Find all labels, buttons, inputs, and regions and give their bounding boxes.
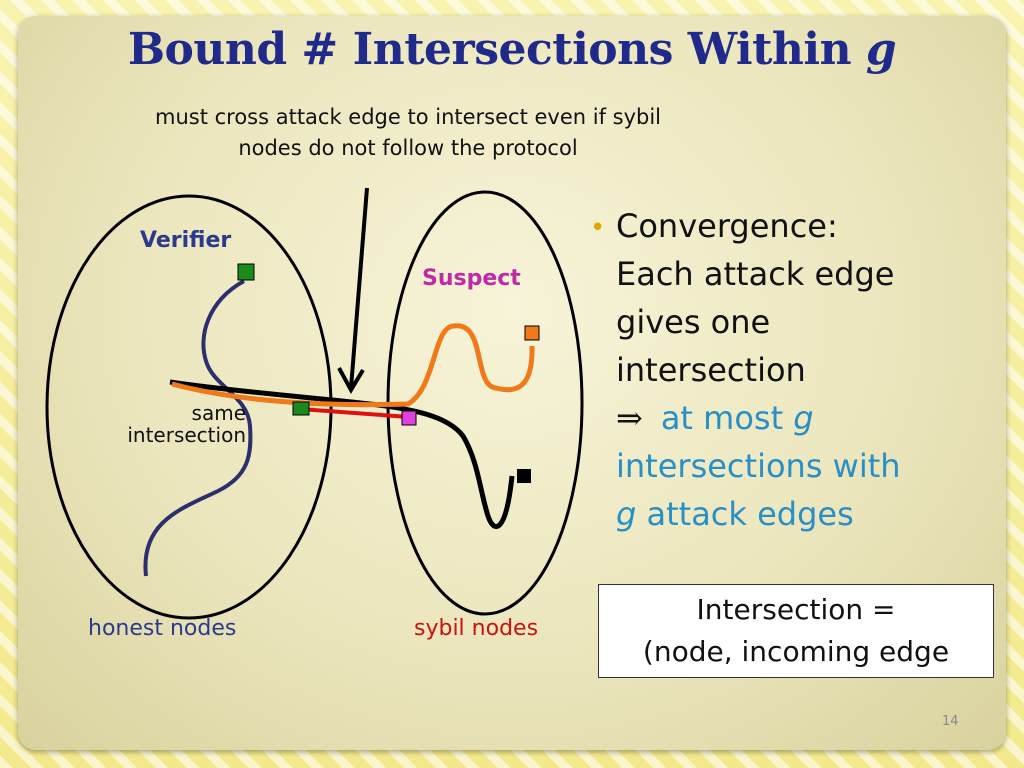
bullet-result-line: ⇒ at most g xyxy=(616,394,996,442)
verifier-route-end-node xyxy=(524,325,540,341)
title-text: Bound # Intersections Within xyxy=(127,24,866,75)
note-line-1: must cross attack edge to intersect even… xyxy=(154,105,662,129)
annotation-note: must cross attack edge to intersect even… xyxy=(58,102,758,164)
note-line-2: nodes do not follow the protocol xyxy=(238,136,578,160)
result-variable-2: g xyxy=(616,495,637,533)
attack-edge-line xyxy=(299,407,410,419)
sybil-nodes-label: sybil nodes xyxy=(414,616,539,641)
bullet-line-4: intersection xyxy=(616,351,806,389)
sybil-region-ellipse xyxy=(386,190,584,616)
result-text-1: at most xyxy=(660,399,794,437)
bullet-line-1: Convergence: xyxy=(616,207,838,245)
result-text-2: intersections with xyxy=(616,447,901,485)
result-variable-1: g xyxy=(793,399,814,437)
title-variable: g xyxy=(865,24,897,75)
honest-nodes-label: honest nodes xyxy=(88,616,237,641)
definition-box: Intersection = (node, incoming edge xyxy=(598,584,994,678)
suspect-route-path xyxy=(169,379,515,529)
intersection-node xyxy=(292,401,310,416)
slide: Bound # Intersections Within g must cros… xyxy=(18,16,1006,750)
same-intersection-line-2: intersection xyxy=(127,423,246,447)
verifier-label: Verifier xyxy=(140,228,232,253)
suspect-node xyxy=(401,410,417,426)
honest-region-ellipse xyxy=(45,194,333,620)
result-line-3: g attack edges xyxy=(616,490,996,538)
suspect-route-end-node xyxy=(517,469,531,483)
page-number: 14 xyxy=(942,714,959,729)
pointer-arrow-shaft xyxy=(349,187,369,389)
slide-title: Bound # Intersections Within g xyxy=(18,24,1006,75)
bullet-line-3: gives one xyxy=(616,303,771,341)
bullet-line-2: Each attack edge xyxy=(616,255,895,293)
definition-line-1: Intersection = xyxy=(696,593,896,626)
result-text-3: attack edges xyxy=(636,495,854,533)
bullet-dot-icon: • xyxy=(590,213,606,243)
bullet-text: Convergence: Each attack edge gives one … xyxy=(616,202,996,538)
definition-line-2: (node, incoming edge xyxy=(642,635,950,668)
honest-route-path xyxy=(143,279,253,577)
implies-icon: ⇒ xyxy=(616,399,643,437)
pointer-arrow-head xyxy=(337,367,365,395)
same-intersection-line-1: same xyxy=(191,401,246,425)
suspect-label: Suspect xyxy=(422,266,521,291)
network-diagram xyxy=(45,187,584,620)
verifier-node xyxy=(237,263,255,281)
same-intersection-label: same intersection xyxy=(88,402,246,446)
